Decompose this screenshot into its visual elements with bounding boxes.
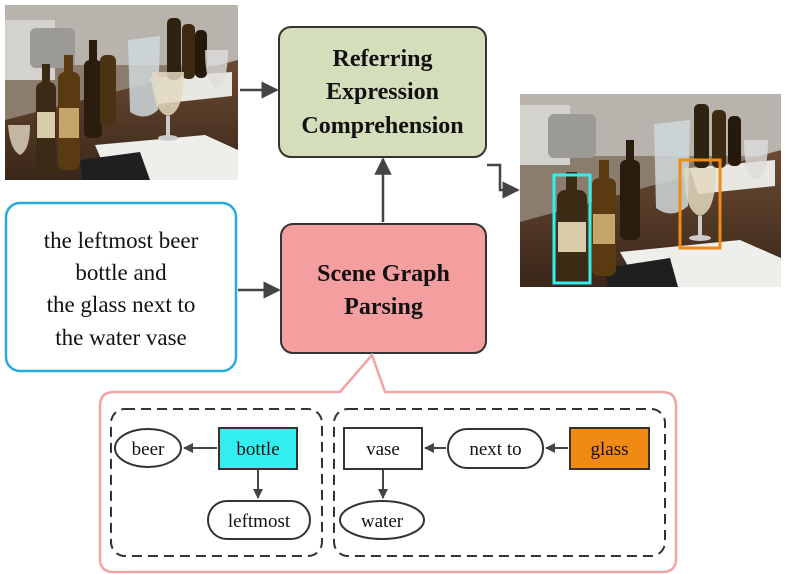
beer-label: beer xyxy=(132,439,165,460)
bottle-detection-box xyxy=(552,173,592,285)
query-line2: bottle and xyxy=(75,260,167,285)
beer-node xyxy=(114,428,182,468)
top-box-line2: Expression xyxy=(326,79,439,105)
top-box-line3: Comprehension xyxy=(301,113,463,139)
water-node xyxy=(339,500,425,540)
glass-node xyxy=(569,427,650,470)
query-line1: the leftmost beer xyxy=(44,228,199,253)
input-photo xyxy=(5,5,238,180)
vase-node xyxy=(343,427,423,470)
top-box-line1: Referring xyxy=(333,46,433,72)
flow-arrows xyxy=(238,81,520,299)
query-line4: the water vase xyxy=(55,325,187,350)
left-subgraph-frame xyxy=(110,408,323,557)
glass-label: glass xyxy=(591,439,629,460)
query-text-box: the leftmost beer bottle and the glass n… xyxy=(4,201,238,373)
left-subgraph: beer bottle leftmost xyxy=(114,427,311,540)
query-line3: the glass next to xyxy=(47,292,196,317)
rec-to-output-arrow xyxy=(487,163,520,199)
leftmost-label: leftmost xyxy=(228,511,291,532)
parse-box-line1: Scene Graph xyxy=(317,261,450,287)
vase-label: vase xyxy=(366,439,400,460)
bottle-label: bottle xyxy=(236,439,279,460)
water-label: water xyxy=(361,511,404,532)
next-to-label: next to xyxy=(469,439,521,460)
scene-graph-parsing-box: Scene Graph Parsing xyxy=(280,223,487,354)
output-photo xyxy=(520,94,781,287)
right-subgraph-frame xyxy=(333,408,666,557)
parse-box-line2: Parsing xyxy=(344,294,423,320)
glass-detection-box xyxy=(678,158,722,250)
bottle-node xyxy=(218,427,298,470)
right-subgraph: vase next to glass water xyxy=(339,427,650,540)
next-to-node xyxy=(447,428,544,469)
leftmost-node xyxy=(207,500,311,540)
referring-expression-box: Referring Expression Comprehension xyxy=(278,26,487,158)
